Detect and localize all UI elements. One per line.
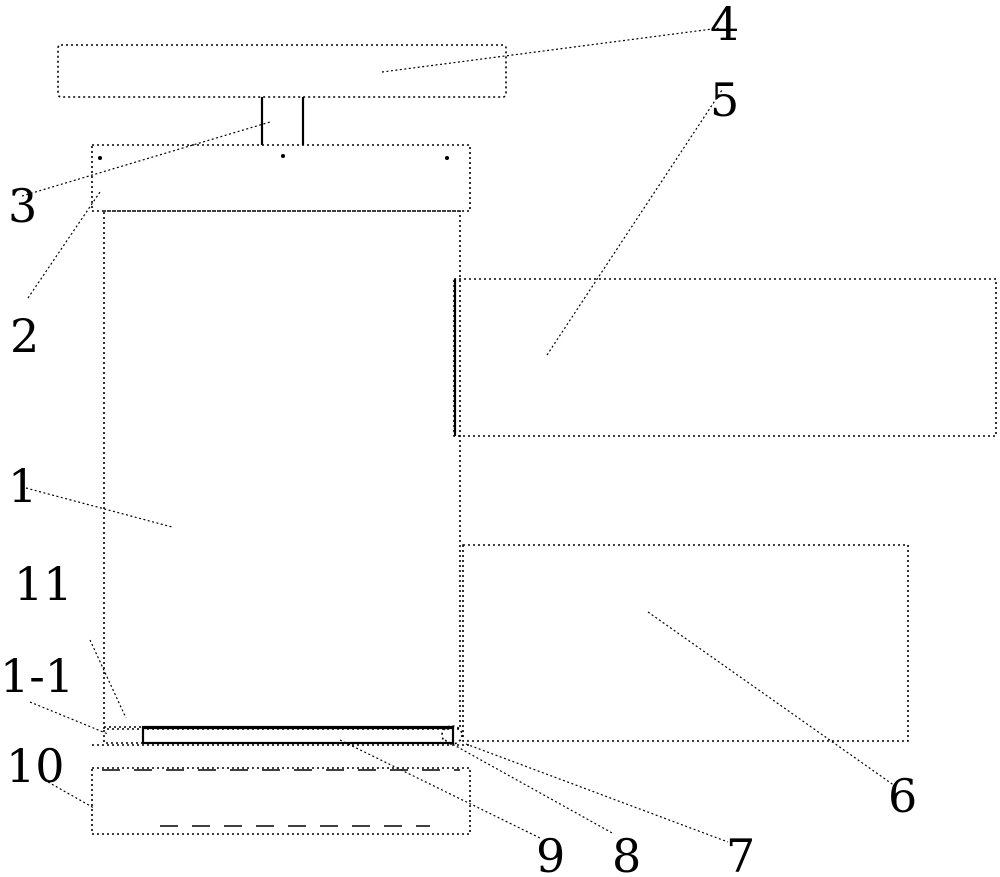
cap-dot-right — [445, 156, 449, 160]
label-5: 5 — [710, 73, 739, 127]
part-4-handle-bar — [57, 44, 507, 98]
part-1-1-foot — [103, 726, 144, 744]
part-2-cap — [91, 144, 471, 212]
label-11: 11 — [14, 557, 73, 611]
part-10-base — [91, 767, 471, 835]
part-1-body — [103, 210, 461, 730]
leader-4 — [381, 27, 721, 73]
leader-5 — [546, 89, 723, 356]
leader-8 — [444, 739, 615, 835]
part-6-box — [462, 544, 909, 742]
label-4: 4 — [710, 0, 739, 51]
leader-9 — [339, 739, 541, 839]
part-5-box — [453, 278, 997, 437]
cap-dot-center — [281, 154, 285, 158]
leader-1 — [25, 487, 173, 528]
leader-11 — [89, 639, 127, 719]
leader-3 — [21, 121, 271, 197]
leader-2 — [27, 191, 101, 299]
leader-6 — [647, 611, 896, 787]
label-8: 8 — [612, 829, 641, 877]
label-1: 1 — [8, 459, 37, 513]
label-7: 7 — [726, 829, 755, 877]
label-2: 2 — [10, 309, 39, 363]
label-9: 9 — [536, 829, 565, 877]
label-6: 6 — [888, 769, 917, 823]
leader-7 — [465, 743, 729, 843]
label-10: 10 — [6, 739, 65, 793]
leader-1-1 — [29, 701, 109, 735]
label-3: 3 — [8, 179, 37, 233]
label-1-1: 1-1 — [0, 649, 74, 703]
cap-dot-left — [98, 156, 102, 160]
part-8-roller — [441, 725, 463, 745]
